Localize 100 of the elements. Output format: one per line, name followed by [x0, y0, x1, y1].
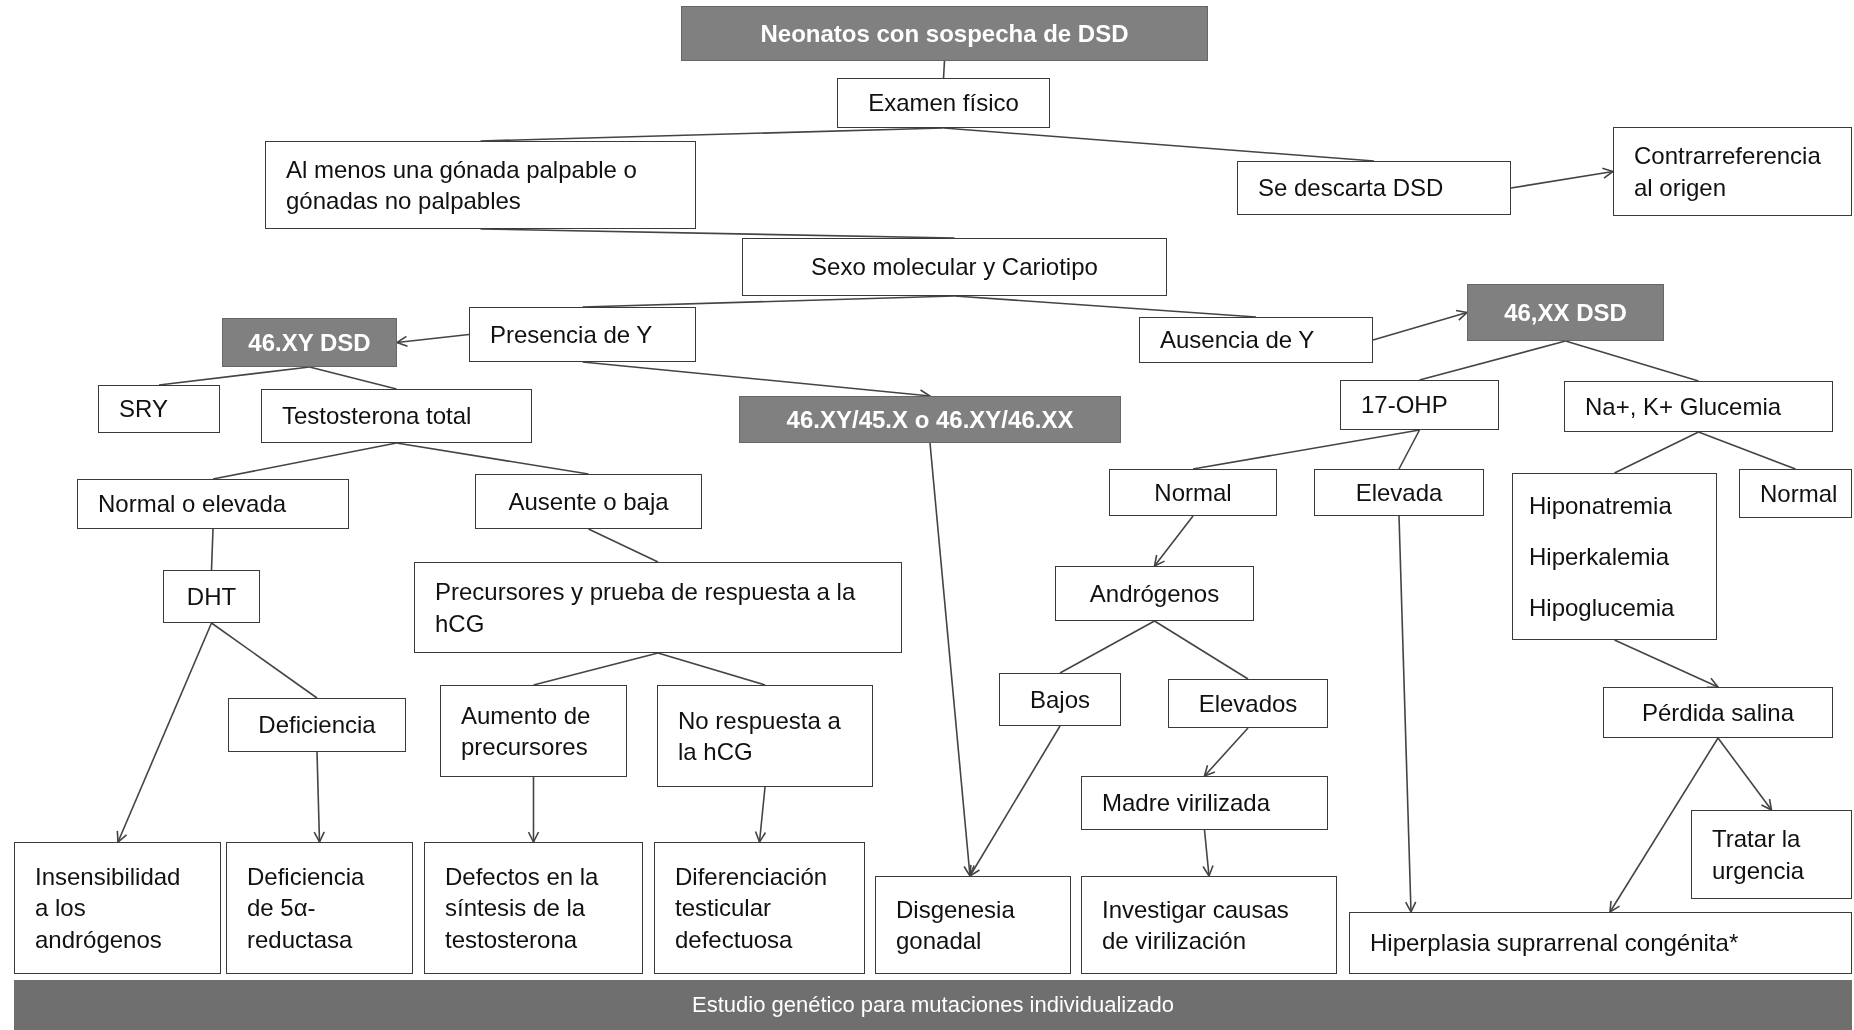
box-text: Ausencia de Y [1160, 325, 1315, 356]
box-text: Hiponatremia [1529, 490, 1672, 521]
process-box [414, 562, 902, 653]
connector-line [1059, 620, 1156, 674]
process-box [1739, 469, 1852, 518]
arrow [116, 622, 213, 843]
box-text: Hiperplasia suprarrenal congénita* [1370, 928, 1739, 959]
box-text: Estudio genético para mutaciones individualizado [692, 990, 1174, 1019]
process-box [875, 876, 1071, 974]
process-box [1512, 473, 1717, 640]
arrow [1613, 639, 1719, 689]
box-text: 46,XX DSD [1504, 297, 1627, 328]
connector-line [942, 60, 946, 79]
box-text: 46.XY/45.X o 46.XY/46.XX [786, 404, 1074, 435]
arrow [754, 786, 767, 843]
process-box [98, 385, 220, 433]
connector-line [1418, 340, 1567, 381]
process-box [440, 685, 627, 777]
arrow [1398, 515, 1417, 913]
box-text: Elevada [1355, 477, 1443, 508]
process-box [1349, 912, 1852, 974]
connector-line [1192, 429, 1421, 470]
box-text: Normal o elevada [98, 489, 287, 520]
process-box [654, 842, 865, 974]
header-box [681, 6, 1208, 61]
box-text: Madre virilizada [1102, 788, 1271, 819]
process-box [1237, 161, 1511, 215]
box-text: Tratar la urgencia [1712, 824, 1806, 886]
connector-line [1697, 431, 1797, 470]
box-text: Pérdida salina [1641, 697, 1795, 728]
process-box [265, 141, 696, 229]
process-box [1139, 317, 1373, 363]
box-text: Ausente o baja [508, 486, 669, 517]
footer-banner [14, 980, 1852, 1030]
box-text: No respuesta a la hCG [678, 705, 842, 767]
arrow [1153, 515, 1194, 567]
process-box [742, 238, 1167, 296]
box-text: Normal [1760, 478, 1838, 509]
connector-line [1398, 429, 1421, 470]
process-box [657, 685, 873, 787]
box-text: Se descarta DSD [1258, 173, 1444, 204]
header-box [1467, 284, 1664, 341]
process-box [163, 570, 260, 623]
box-text: Insensibilidad a los andrógenos [35, 862, 182, 955]
box-text: Examen físico [868, 88, 1019, 119]
box-text: Deficiencia [258, 710, 376, 741]
process-box [999, 673, 1121, 726]
connector-line [210, 528, 214, 571]
process-box [469, 307, 696, 362]
box-text: Investigar causas de virilización [1102, 894, 1290, 956]
process-box [1109, 469, 1277, 516]
box-text: 17-OHP [1361, 390, 1448, 421]
box-text: Defectos en la síntesis de la testosterona [445, 862, 600, 955]
process-box [1564, 381, 1833, 432]
box-text: Diferenciación testicular defectuosa [675, 862, 829, 955]
box-text: Aumento de precursores [461, 700, 592, 762]
process-box [1168, 679, 1328, 728]
box-text: Al menos una gónada palpable o gónadas no palpables [286, 154, 638, 216]
arrow [929, 442, 975, 877]
box-text: Na+, K+ Glucemia [1585, 391, 1782, 422]
connector-line [1153, 620, 1249, 680]
process-box [77, 479, 349, 529]
box-text: Testosterona total [282, 401, 472, 432]
process-box [1340, 380, 1499, 430]
connector-line [657, 652, 766, 686]
box-text: Contrarreferencia al origen [1634, 141, 1822, 203]
process-box [1603, 687, 1833, 738]
process-box [1314, 469, 1484, 516]
header-box [222, 318, 397, 367]
arrow [1510, 167, 1614, 189]
connector-line [1613, 431, 1700, 474]
arrow [1609, 737, 1719, 913]
process-box [228, 698, 406, 752]
arrow [1203, 727, 1249, 777]
process-box [1613, 127, 1852, 216]
box-text: Normal [1154, 477, 1232, 508]
process-box [1081, 776, 1328, 830]
connector-line [212, 442, 398, 480]
process-box [14, 842, 221, 974]
box-text: Sexo molecular y Cariotipo [811, 252, 1098, 283]
process-box [1055, 566, 1254, 621]
box-text: Bajos [1029, 684, 1090, 715]
box-text: Deficiencia de 5α-reductasa [247, 862, 366, 955]
arrow [1372, 309, 1468, 341]
connector-line [587, 528, 659, 563]
box-text: DHT [186, 581, 237, 612]
process-box [261, 389, 532, 443]
box-text: Disgenesia gonadal [896, 894, 1016, 956]
box-text: 46.XY DSD [248, 327, 371, 358]
process-box [475, 474, 702, 529]
box-text: Hiperkalemia [1529, 541, 1670, 572]
box-text: Precursores y prueba de respuesta a la hCG [435, 577, 857, 639]
connector-line [1564, 340, 1700, 382]
box-text: SRY [119, 394, 168, 425]
process-box [226, 842, 413, 974]
box-text: Hipoglucemia [1529, 592, 1675, 623]
connector-line [532, 652, 659, 686]
arrow [527, 776, 540, 843]
arrow [1717, 737, 1773, 811]
process-box [1691, 810, 1852, 899]
